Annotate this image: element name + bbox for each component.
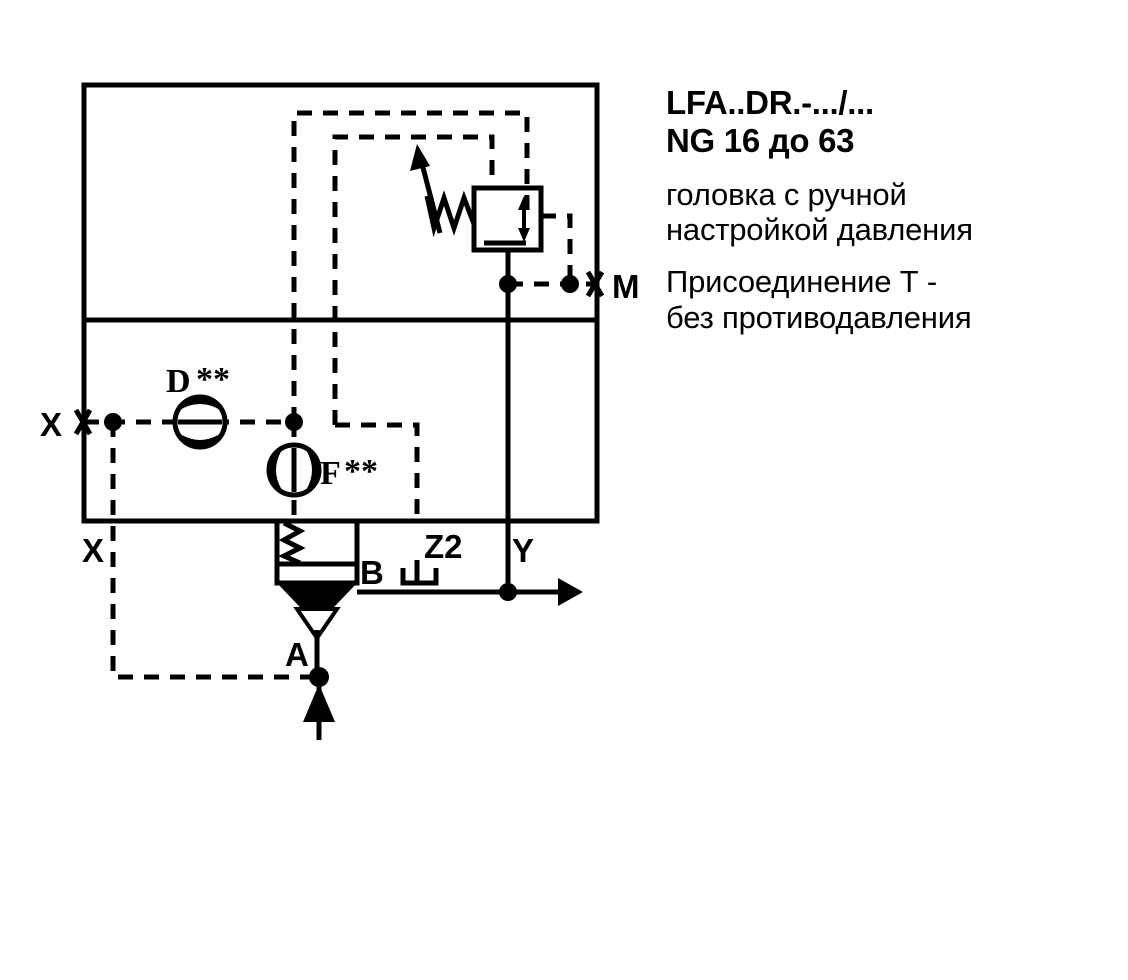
component-label-d-suffix: ** bbox=[196, 361, 230, 398]
caption-spacer-2 bbox=[666, 248, 1106, 264]
port-label-x-upper: X bbox=[40, 406, 62, 443]
plug-cross-x bbox=[73, 408, 93, 436]
pilot-line-outer bbox=[291, 110, 530, 422]
caption-note-line-1: Присоединение Т - bbox=[666, 264, 938, 300]
orifice-f bbox=[266, 422, 322, 521]
caption-title-line-1: LFA..DR.-.../... bbox=[666, 84, 874, 121]
port-label-x-lower: X bbox=[82, 532, 104, 569]
cartridge-poppet bbox=[274, 518, 360, 677]
pressure-relief-valve bbox=[471, 185, 544, 253]
port-label-y: Y bbox=[512, 532, 534, 569]
pilot-line-valve-right bbox=[541, 213, 573, 284]
x-drain-branch bbox=[110, 422, 319, 680]
b-port-line bbox=[357, 578, 583, 606]
port-label-a: A bbox=[285, 636, 309, 673]
m-port-line bbox=[499, 270, 605, 298]
junction-dot-m1 bbox=[499, 275, 517, 293]
caption-block: LFA..DR.-.../... NG 16 до 63 головка с р… bbox=[666, 84, 1106, 336]
port-label-b: B bbox=[360, 554, 384, 591]
caption-spacer-1 bbox=[666, 161, 1106, 177]
b-flow-arrow bbox=[558, 578, 583, 606]
a-flow-arrow bbox=[303, 684, 335, 722]
component-label-f: F bbox=[320, 455, 341, 492]
port-label-m: M bbox=[612, 268, 640, 305]
pilot-line-inner-lower bbox=[335, 422, 420, 521]
junction-dot-y bbox=[499, 583, 517, 601]
plug-cross-m bbox=[585, 270, 605, 298]
adjustable-spring bbox=[410, 144, 477, 238]
caption-note-line-2: без противодавления bbox=[666, 300, 972, 336]
port-label-z2: Z2 bbox=[424, 528, 463, 565]
relief-valve-arrow bbox=[518, 196, 530, 242]
plug-symbol-z2 bbox=[400, 560, 439, 586]
a-port bbox=[303, 667, 335, 740]
component-label-d: D bbox=[166, 363, 191, 400]
caption-title-line-2: NG 16 до 63 bbox=[666, 122, 855, 160]
caption-desc-line-2: настройкой давления bbox=[666, 212, 973, 248]
caption-desc-line-1: головка с ручной bbox=[666, 176, 907, 212]
orifice-d bbox=[172, 394, 228, 450]
junction-dot-m2 bbox=[561, 275, 579, 293]
pilot-line-inner bbox=[332, 134, 495, 425]
component-label-f-suffix: ** bbox=[344, 453, 378, 490]
